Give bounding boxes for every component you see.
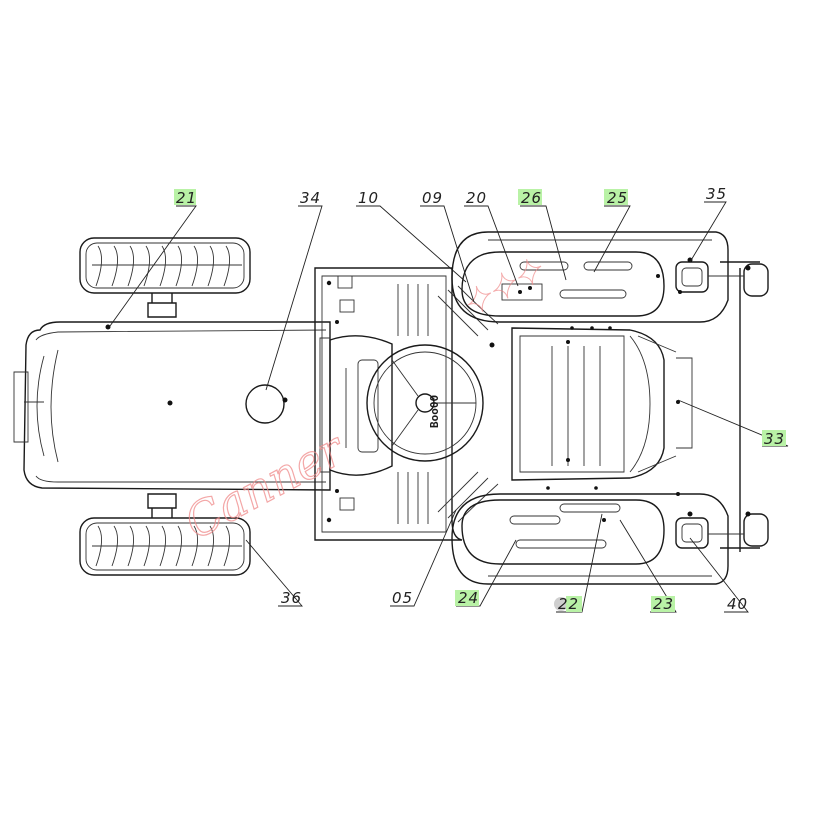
rear-fender-top: [451, 231, 729, 330]
svg-text:33: 33: [764, 430, 785, 448]
leader-lines: [109, 201, 789, 613]
rear-fender-bottom: [451, 486, 729, 585]
svg-text:23: 23: [653, 595, 674, 613]
callout-33: 33: [762, 430, 786, 448]
svg-text:Canner: Canner: [176, 420, 355, 549]
front-axle-hubs: [147, 293, 177, 518]
callout-25: 25: [604, 189, 628, 207]
callout-09: 09: [422, 189, 443, 207]
svg-text:09: 09: [422, 189, 443, 207]
steering-wheel-label: Boo00: [428, 395, 441, 428]
svg-text:05: 05: [392, 589, 413, 607]
callout-22: 22: [554, 595, 582, 613]
svg-text:40: 40: [727, 595, 748, 613]
seat: [511, 327, 680, 481]
callout-35: 35: [706, 185, 727, 203]
svg-text:21: 21: [176, 189, 197, 207]
hood: [13, 321, 331, 491]
callout-36: 36: [281, 589, 302, 607]
callout-34: 34: [300, 189, 321, 207]
callout-24: 24: [455, 589, 479, 607]
fuel-cap: [245, 384, 288, 424]
svg-text:35: 35: [706, 185, 727, 203]
steering-wheel: Boo00: [366, 344, 484, 462]
svg-text:20: 20: [466, 189, 487, 207]
callout-20: 20: [466, 189, 487, 207]
svg-text:34: 34: [300, 189, 321, 207]
svg-text:26: 26: [521, 189, 542, 207]
callout-10: 10: [358, 189, 379, 207]
callout-23: 23: [651, 595, 675, 613]
callout-40: 40: [727, 595, 748, 613]
rear-hitch: [675, 257, 769, 552]
svg-text:25: 25: [607, 189, 628, 207]
svg-text:24: 24: [458, 589, 479, 607]
dashboard: [329, 335, 393, 476]
front-tire-bottom: [79, 517, 251, 576]
callout-05: 05: [392, 589, 413, 607]
watermark: Canner ✦✦✦: [175, 249, 552, 550]
front-tire-top: [79, 237, 251, 294]
callout-21: 21: [174, 189, 197, 207]
svg-text:36: 36: [281, 589, 302, 607]
svg-text:10: 10: [358, 189, 379, 207]
svg-text:22: 22: [558, 595, 579, 613]
callout-26: 26: [518, 189, 542, 207]
